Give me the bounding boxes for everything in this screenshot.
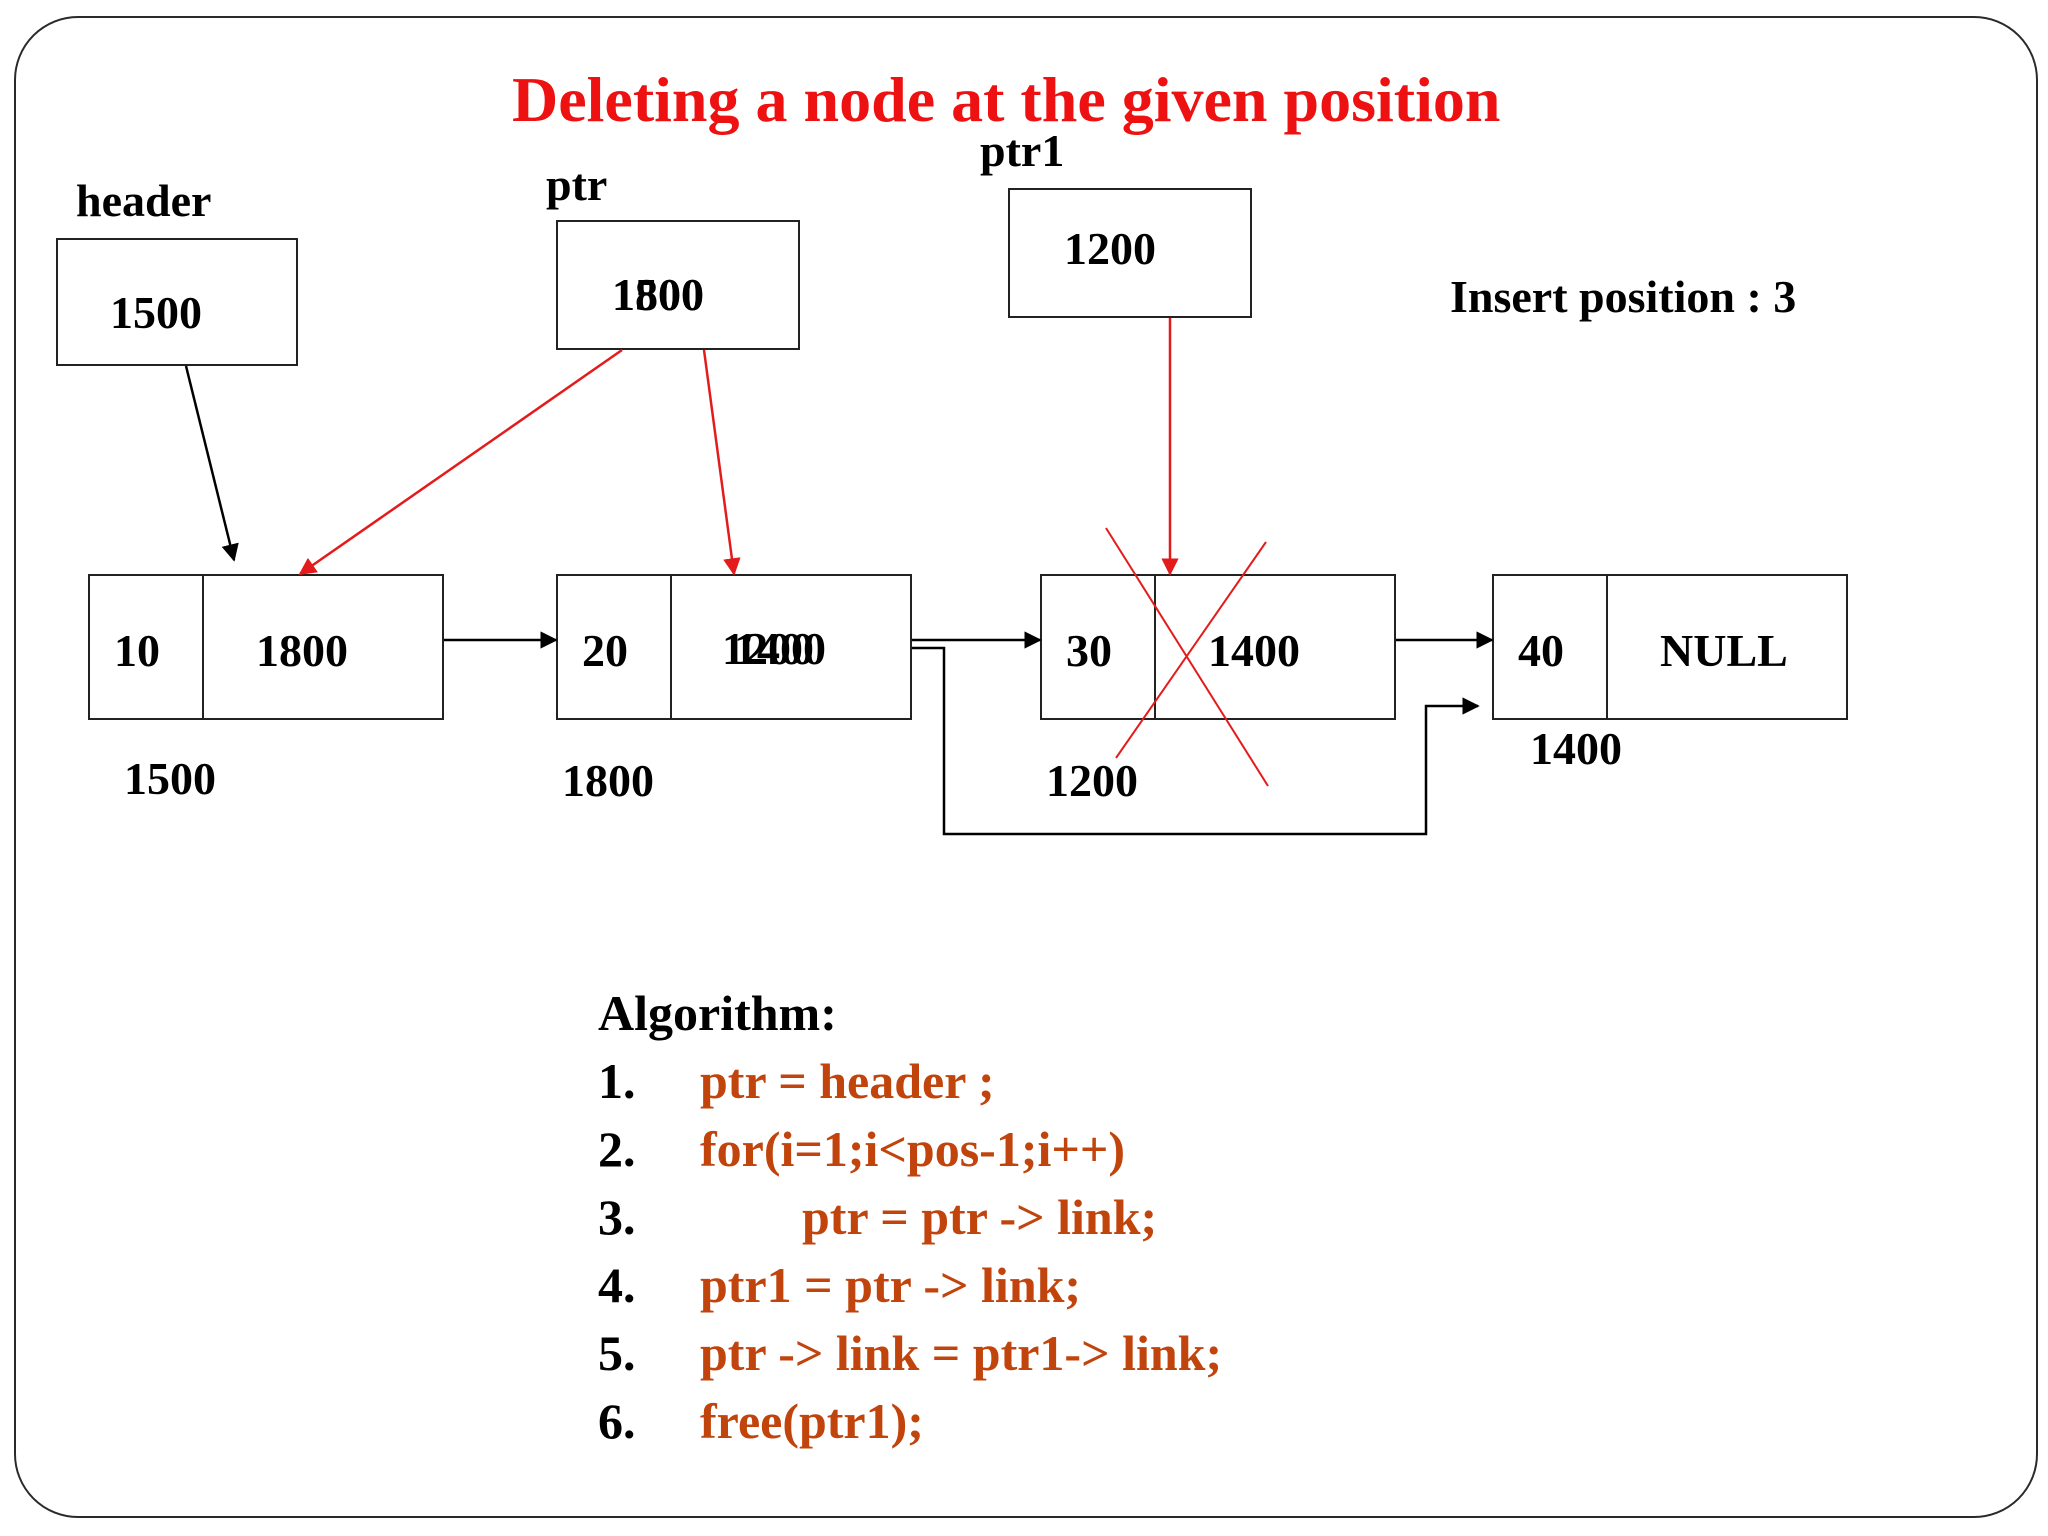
list-node-4: 40 NULL (1492, 574, 1848, 720)
algorithm-step-code: ptr1 = ptr -> link; (700, 1257, 1082, 1313)
node-link: 1800 (256, 625, 348, 676)
algorithm-step-number: 2. (598, 1121, 636, 1177)
ptr-pointer-old-value: 1500 (612, 269, 704, 320)
algorithm-step-number: 4. (598, 1257, 636, 1313)
algorithm-step-code: ptr -> link = ptr1-> link; (700, 1325, 1223, 1381)
ptr-pointer-box: 1500 1800 (556, 220, 800, 350)
node-address: 1500 (124, 753, 216, 804)
arrow-ptr-to-node1 (298, 348, 623, 576)
list-node-2: 20 1200 1400 (556, 574, 912, 720)
node-data: 30 (1066, 625, 1112, 676)
ptr1-label: ptr1 (980, 125, 1065, 176)
node-divider (670, 576, 672, 718)
node-data: 40 (1518, 625, 1564, 676)
node-divider (1606, 576, 1608, 718)
header-pointer-box: 1500 (56, 238, 298, 366)
algorithm-step-number: 3. (598, 1189, 636, 1245)
algorithm-heading: Algorithm: (598, 985, 837, 1041)
algorithm-step-number: 1. (598, 1053, 636, 1109)
node-link-new: 1400 (734, 623, 826, 674)
node-divider (1154, 576, 1156, 718)
algorithm-step-number: 6. (598, 1393, 636, 1449)
node-link: NULL (1660, 625, 1788, 676)
ptr1-pointer-box: 1200 (1008, 188, 1252, 318)
algorithm-step-code: ptr = ptr -> link; (802, 1189, 1158, 1245)
node-link: 1400 (1208, 625, 1300, 676)
node-data: 20 (582, 625, 628, 676)
algorithm-step-code: for(i=1;i<pos-1;i++) (700, 1121, 1125, 1177)
delete-cross-mark (1115, 541, 1267, 759)
node-address: 1800 (562, 755, 654, 806)
algorithm-step-code: ptr = header ; (700, 1053, 995, 1109)
arrow-ptr-to-node2 (702, 349, 741, 576)
node-divider (202, 576, 204, 718)
header-pointer-value: 1500 (110, 287, 202, 338)
algorithm-step-number: 5. (598, 1325, 636, 1381)
insert-position-label: Insert position : 3 (1450, 271, 1797, 322)
node-address: 1200 (1046, 755, 1138, 806)
algorithm-step-code: free(ptr1); (700, 1393, 924, 1449)
node-address: 1400 (1530, 723, 1622, 774)
node-data: 10 (114, 625, 160, 676)
list-node-1: 10 1800 (88, 574, 444, 720)
header-label: header (76, 175, 212, 226)
node-link-old: 1200 (722, 623, 814, 674)
ptr-label: ptr (546, 159, 608, 210)
arrow-node2-bypass-to-node4 (912, 646, 1480, 836)
arrow-header-to-node1 (184, 365, 239, 562)
ptr-pointer-new-value: 1800 (612, 269, 704, 320)
ptr1-pointer-value: 1200 (1064, 223, 1156, 274)
page-title: Deleting a node at the given position (512, 64, 1501, 135)
